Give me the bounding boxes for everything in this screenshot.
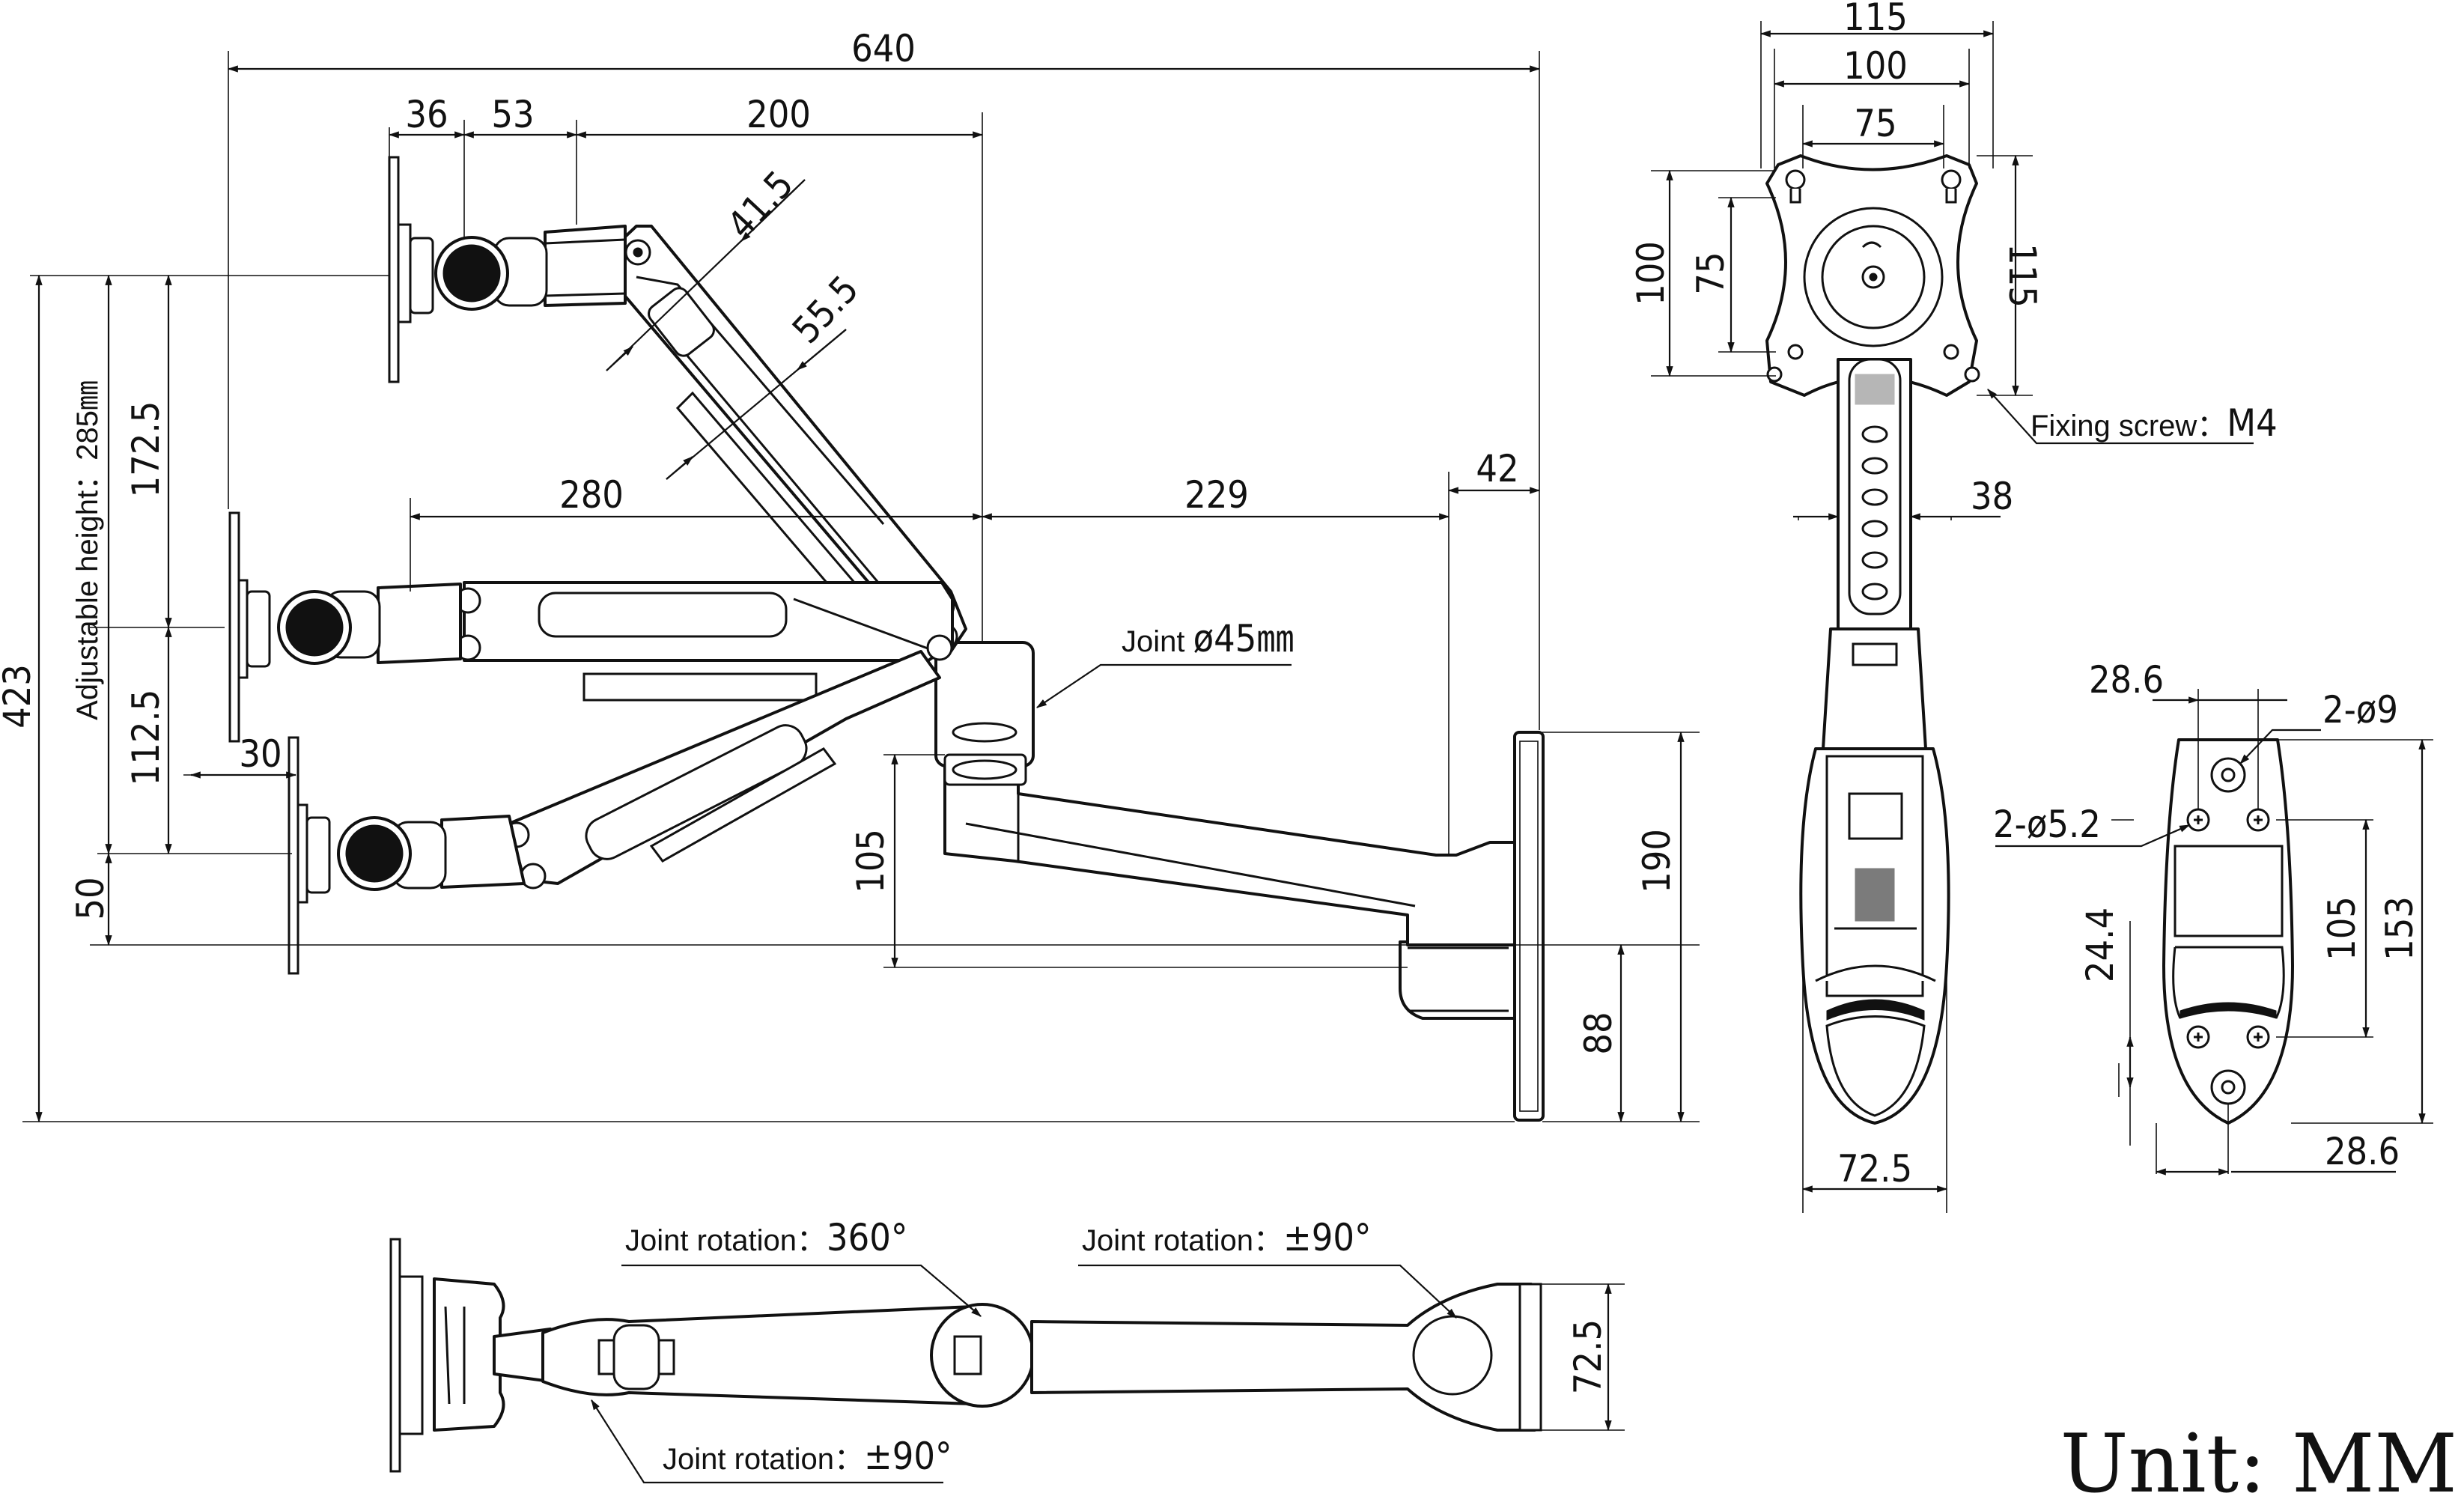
fixing-screw-label: Fixing screw：M4 [2030,401,2278,445]
plate-dimension-labels: 28.6 2-ø9 2-ø5.2 24.4 105 153 28.6 [1993,658,2421,1173]
vesa-plate [1765,154,1980,397]
front-arm-column [1822,358,1927,750]
front-base [1799,747,1950,1125]
dim-640: 640 [851,27,916,70]
front-dimension-lines [1651,21,2254,1213]
dim-423: 423 [0,664,39,729]
dim-w100: 100 [1843,44,1908,88]
dim-72-5: 72.5 [1837,1147,1912,1191]
dim-41-5: 41.5 [719,162,802,247]
dim-42: 42 [1476,447,1518,490]
dim-200: 200 [746,93,811,136]
joint-label: Joint ø45㎜ [1122,617,1294,660]
top-view: 72.5 Joint rotation：360° Joint rotation：… [389,1216,1625,1484]
dim-88: 88 [1577,1012,1620,1054]
front-dimension-labels: 115 100 75 100 75 115 38 72.5 Fixing scr… [1629,0,2278,1191]
side-view: 640 36 53 200 41.5 55.5 280 229 42 30 42… [0,27,1700,1123]
dim-h100: 100 [1629,241,1673,305]
dim-h115: 115 [2001,243,2044,308]
dim-2-o9: 2-ø9 [2322,688,2398,732]
elbow-joint-block [934,641,1035,786]
dim-105: 105 [849,829,892,893]
dim-w75: 75 [1854,102,1896,145]
lowered-gas-arm [288,650,941,975]
dim-229: 229 [1184,473,1249,517]
top-dim-72-5: 72.5 [1566,1319,1610,1394]
dim-w115: 115 [1843,0,1908,39]
front-view: 115 100 75 100 75 115 38 72.5 Fixing scr… [1629,0,2278,1213]
dim-53: 53 [491,93,534,136]
dim-190: 190 [1635,829,1679,893]
dim-30: 30 [239,732,282,776]
dim-2-o5-2: 2-ø5.2 [1993,803,2101,846]
horizontal-gas-arm [228,511,954,743]
wall-plate-side [1399,731,1545,1122]
dim-36: 36 [405,93,448,136]
plate-view: 28.6 2-ø9 2-ø5.2 24.4 105 153 28.6 [1993,658,2433,1176]
adjustable-height-label: Adjustable height：285㎜ [71,380,104,720]
plate-dimension-lines [1995,689,2433,1176]
dim-50: 50 [69,877,112,919]
dim-172-5: 172.5 [124,401,168,498]
joint-rotation-360-label: Joint rotation：360° [625,1216,907,1259]
joint-rotation-90-right-label: Joint rotation：±90° [1082,1216,1371,1259]
dim-24-4: 24.4 [2078,907,2122,982]
dim-28-6-top: 28.6 [2089,658,2164,702]
dim-38: 38 [1971,475,2013,518]
side-dimension-lines [35,65,1685,1123]
dim-112-5: 112.5 [124,690,168,786]
dim-55-5: 55.5 [784,267,867,352]
dim-105-plate: 105 [2320,896,2364,961]
lower-main-arm [943,761,1516,946]
raised-gas-arm [388,156,967,653]
dim-h75: 75 [1689,252,1733,294]
dim-280: 280 [559,473,624,517]
dim-153: 153 [2378,896,2421,961]
dim-28-6-bottom: 28.6 [2325,1130,2400,1173]
unit-label: Unit: MM [2060,1417,2457,1502]
joint-rotation-90-left-label: Joint rotation：±90° [663,1435,952,1478]
